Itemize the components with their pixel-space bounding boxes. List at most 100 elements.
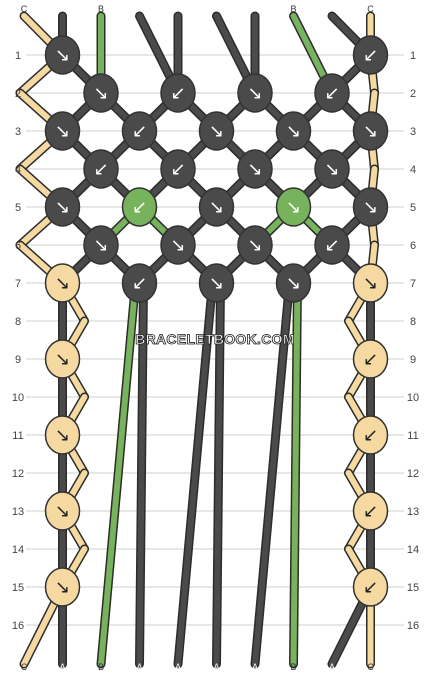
knot-shape	[121, 263, 158, 303]
knot-shape	[44, 491, 81, 531]
knot-shape	[352, 187, 389, 227]
knot-arrow-icon: ↙	[132, 121, 147, 142]
row-label-right: 8	[410, 316, 416, 328]
knot: ↘	[352, 187, 389, 227]
row-label-right: 9	[410, 354, 416, 366]
row-label-left: 13	[12, 506, 24, 518]
knot: ↘	[275, 111, 312, 151]
knot-shape	[44, 339, 81, 379]
knot: ↘	[44, 567, 81, 607]
knot-shape	[352, 567, 389, 607]
knot-shape	[83, 149, 119, 189]
knot-arrow-icon: ↘	[93, 83, 108, 104]
strand-label: A	[59, 4, 65, 14]
row-label-right: 2	[410, 88, 416, 100]
row-label-left: 14	[12, 544, 24, 556]
knot-shape	[237, 225, 273, 265]
knot-shape	[275, 111, 312, 151]
knot-shape	[198, 187, 235, 227]
strand-segment	[252, 280, 293, 667]
strand-segment	[136, 280, 147, 667]
knot-shape	[44, 567, 81, 607]
strand-label: A	[213, 662, 219, 672]
knot: ↘	[237, 225, 273, 265]
strand-label: B	[98, 662, 104, 672]
row-label-left: 1	[15, 50, 21, 62]
knot-arrow-icon: ↘	[55, 197, 70, 218]
knot-shape	[314, 225, 350, 265]
knots: ↘↙↘↙↘↙↘↙↘↘↘↙↙↘↘↘↙↘↘↘↘↘↘↙↘↙↘↘↘↘↙↘↙↘↙↘↙	[44, 35, 389, 607]
knot-shape	[275, 263, 312, 303]
row-label-left: 6	[15, 240, 21, 252]
knot-arrow-icon: ↘	[209, 121, 224, 142]
strand-label: A	[329, 662, 335, 672]
knot-arrow-icon: ↘	[363, 197, 378, 218]
knot-arrow-icon: ↙	[363, 501, 378, 522]
knot: ↙	[314, 225, 350, 265]
knot: ↘	[237, 149, 273, 189]
knot: ↘	[83, 225, 119, 265]
knot: ↙	[352, 339, 389, 379]
knot-shape	[352, 263, 389, 303]
row-label-left: 11	[12, 430, 23, 442]
strand-label: A	[136, 662, 142, 672]
knot-arrow-icon: ↘	[209, 197, 224, 218]
row-label-right: 5	[410, 202, 416, 214]
knot-shape	[314, 149, 350, 189]
knot-shape	[44, 35, 81, 75]
knot-arrow-icon: ↘	[286, 273, 301, 294]
knot-arrow-icon: ↘	[55, 577, 70, 598]
knot: ↙	[314, 73, 350, 113]
strand-label: A	[136, 4, 142, 14]
knot-shape	[237, 73, 273, 113]
knot-arrow-icon: ↘	[247, 159, 262, 180]
row-label-left: 8	[15, 316, 21, 328]
knot: ↘	[275, 263, 312, 303]
knot: ↘	[275, 187, 312, 227]
knot-arrow-icon: ↘	[324, 159, 339, 180]
row-label-right: 16	[407, 620, 419, 632]
knot-arrow-icon: ↘	[93, 235, 108, 256]
row-label-right: 11	[407, 430, 418, 442]
knot: ↘	[237, 73, 273, 113]
knot-arrow-icon: ↘	[55, 501, 70, 522]
strand-label: C	[367, 662, 374, 672]
knot-shape	[121, 111, 158, 151]
knot-arrow-icon: ↘	[55, 349, 70, 370]
strand-label: A	[59, 662, 65, 672]
knot-arrow-icon: ↙	[363, 577, 378, 598]
knot: ↘	[44, 35, 81, 75]
row-label-right: 6	[410, 240, 416, 252]
knot-shape	[44, 111, 81, 151]
knot-arrow-icon: ↘	[363, 273, 378, 294]
knot-arrow-icon: ↙	[363, 349, 378, 370]
row-label-left: 15	[12, 582, 24, 594]
knot-shape	[198, 111, 235, 151]
strand-label: C	[367, 4, 374, 14]
row-label-right: 4	[410, 164, 416, 176]
knot-arrow-icon: ↘	[247, 83, 262, 104]
strand-label: A	[175, 4, 181, 14]
row-label-left: 3	[15, 126, 21, 138]
knot-shape	[352, 35, 389, 75]
knot: ↘	[44, 263, 81, 303]
knot-shape	[314, 73, 350, 113]
knot: ↘	[44, 187, 81, 227]
knot-shape	[121, 187, 158, 227]
knot: ↘	[352, 263, 389, 303]
strand-label: B	[98, 4, 104, 14]
knot-shape	[352, 491, 389, 531]
knot-shape	[352, 415, 389, 455]
knot-shape	[160, 149, 196, 189]
knot-shape	[83, 225, 119, 265]
strand-segment	[175, 280, 216, 667]
knot-arrow-icon: ↙	[363, 425, 378, 446]
row-label-left: 2	[15, 88, 21, 100]
strand-label: A	[213, 4, 219, 14]
row-label-right: 10	[407, 392, 419, 404]
row-label-right: 1	[410, 50, 416, 62]
knot-arrow-icon: ↙	[132, 197, 147, 218]
row-label-right: 7	[410, 278, 416, 290]
knot: ↘	[198, 187, 235, 227]
knot: ↙	[83, 149, 119, 189]
